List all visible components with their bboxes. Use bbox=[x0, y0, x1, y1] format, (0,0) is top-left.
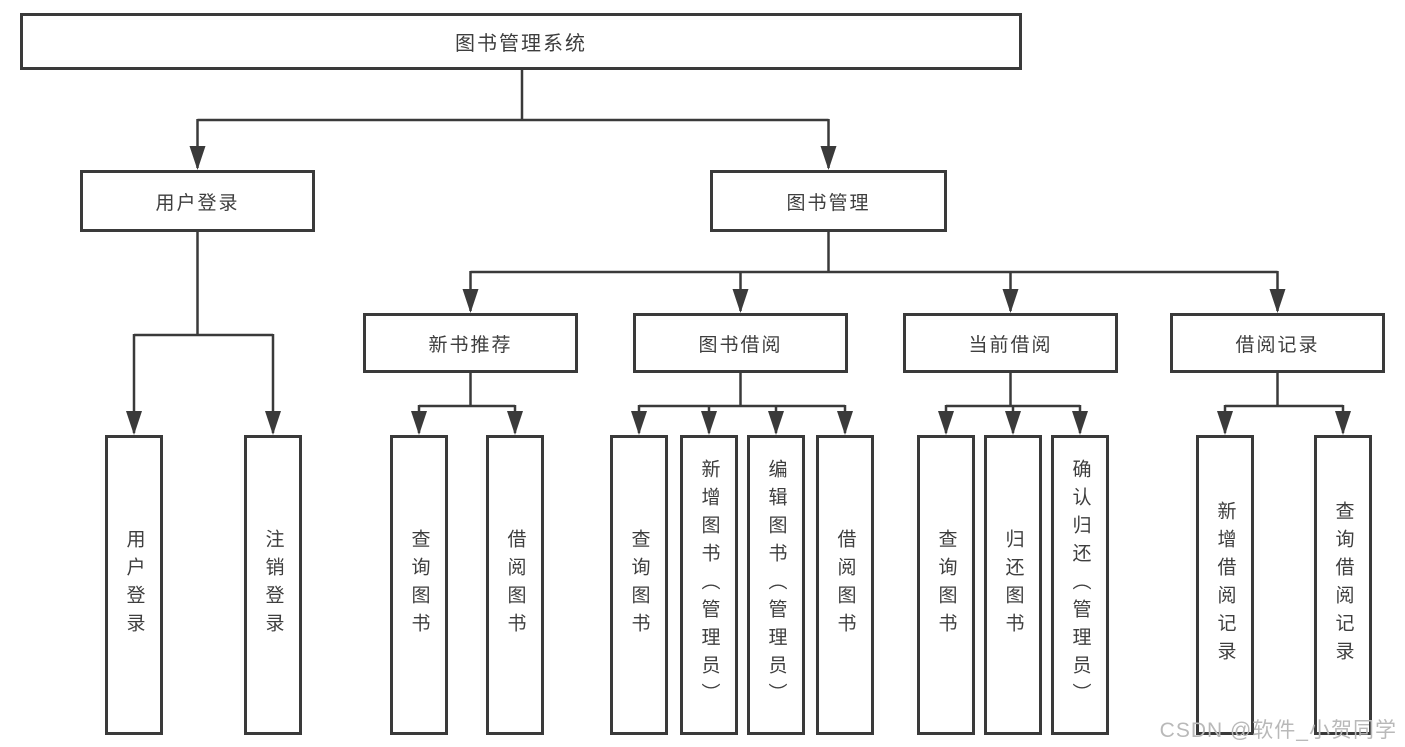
leaf-cb-return-books: 归还图书 bbox=[984, 435, 1042, 735]
node-book-borrowing: 图书借阅 bbox=[633, 313, 848, 373]
leaf-bb-query-books: 查询图书 bbox=[610, 435, 668, 735]
leaf-cb-confirm-return-admin: 确认归还（管理员） bbox=[1051, 435, 1109, 735]
leaf-bb-add-books-admin: 新增图书（管理员） bbox=[680, 435, 738, 735]
leaf-nb-borrow-books: 借阅图书 bbox=[486, 435, 544, 735]
leaf-br-query-record: 查询借阅记录 bbox=[1314, 435, 1372, 735]
leaf-bb-edit-books-admin: 编辑图书（管理员） bbox=[747, 435, 805, 735]
node-user-auth: 用户登录 bbox=[80, 170, 315, 232]
leaf-nb-query-books: 查询图书 bbox=[390, 435, 448, 735]
node-root-system: 图书管理系统 bbox=[20, 13, 1022, 70]
node-current-borrowing: 当前借阅 bbox=[903, 313, 1118, 373]
leaf-br-add-record: 新增借阅记录 bbox=[1196, 435, 1254, 735]
leaf-logout: 注销登录 bbox=[244, 435, 302, 735]
leaf-user-login: 用户登录 bbox=[105, 435, 163, 735]
node-book-management: 图书管理 bbox=[710, 170, 947, 232]
leaf-cb-query-books: 查询图书 bbox=[917, 435, 975, 735]
watermark-text: CSDN @软件_小贺同学 bbox=[1159, 719, 1397, 742]
leaf-bb-borrow-books: 借阅图书 bbox=[816, 435, 874, 735]
node-borrow-records: 借阅记录 bbox=[1170, 313, 1385, 373]
node-new-book-recommend: 新书推荐 bbox=[363, 313, 578, 373]
